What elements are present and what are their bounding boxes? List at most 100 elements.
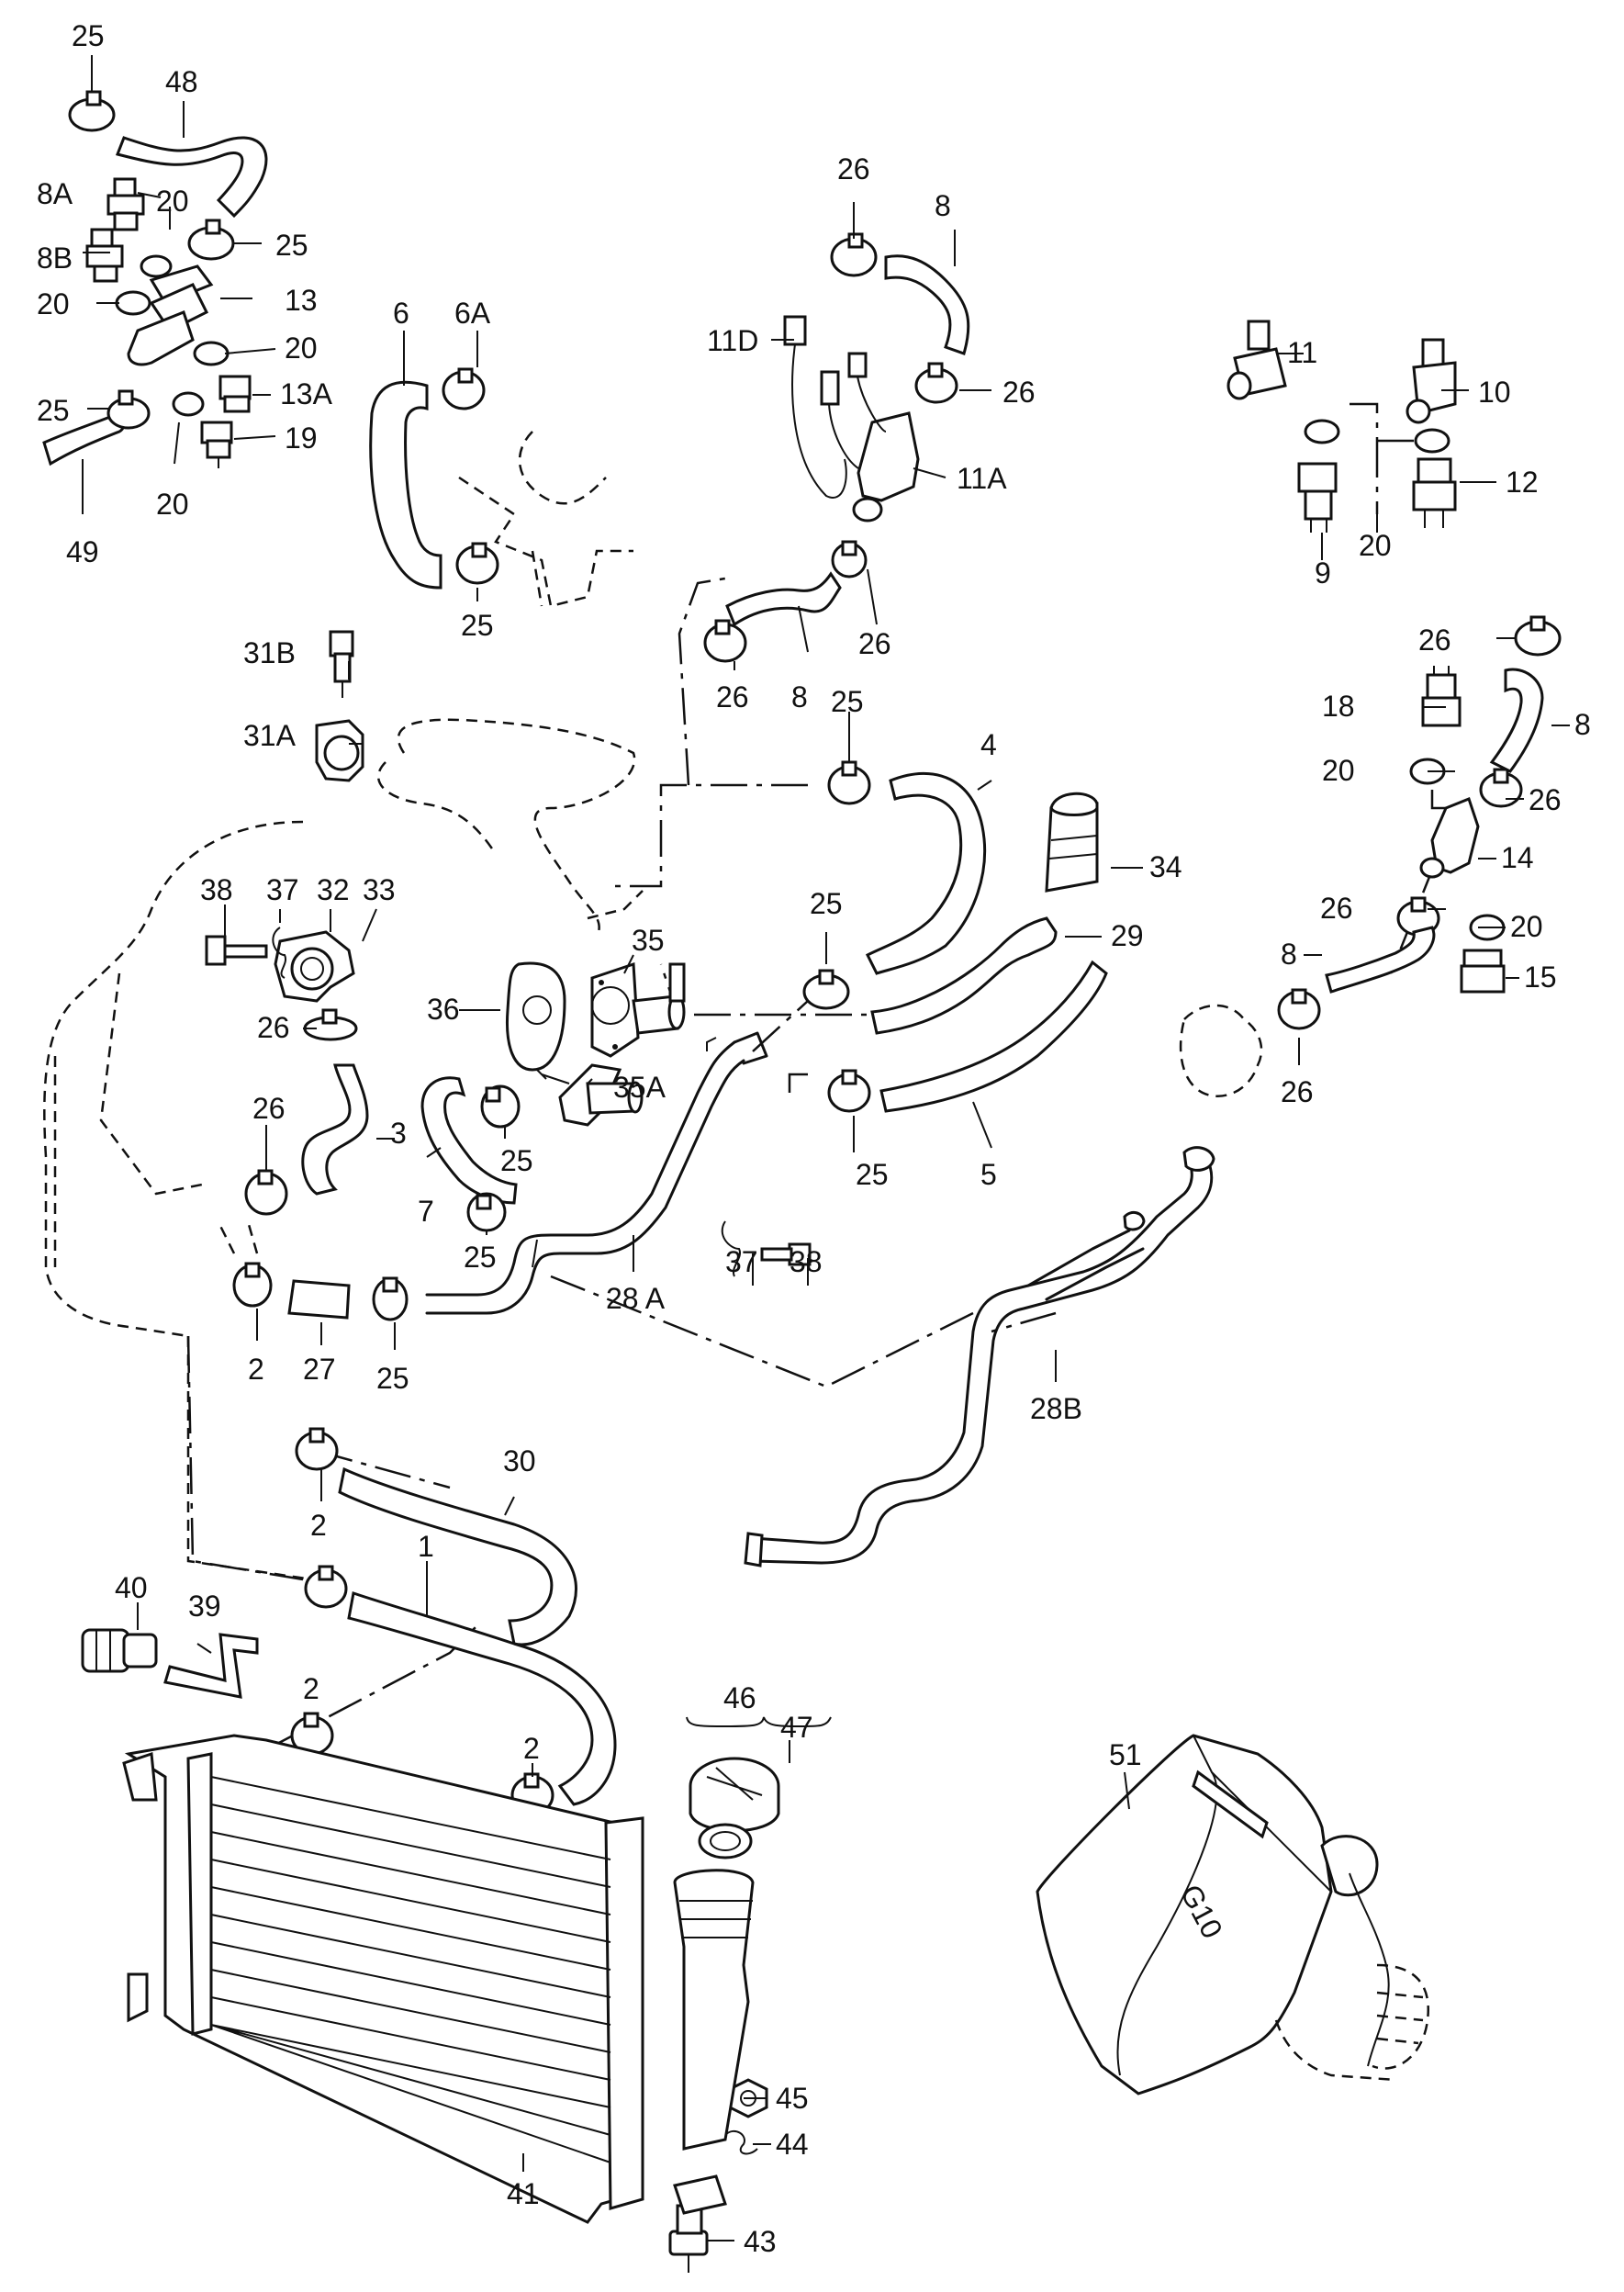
callout-label: 25 [37,394,70,427]
hose-27 [287,1279,351,1320]
callout-label: 37 [725,1245,758,1278]
callout-label: 11A [957,462,1007,495]
callout-label: 31B [243,636,296,669]
hose-8-lower [725,571,842,627]
callout-label: 26 [1320,892,1353,925]
bracket-46-47 [686,1716,832,1727]
callout-label: 29 [1111,919,1144,952]
clamp-25-left [106,389,151,430]
callout-label: 4 [980,728,997,761]
hose-5 [879,960,1108,1113]
callout-label: 19 [285,421,318,455]
hose-3 [301,1063,369,1196]
callout-label: 13 [285,284,318,317]
callout-label: 1 [418,1530,434,1563]
callout-label: 8 [935,189,951,222]
callout-label: 2 [248,1353,264,1386]
clamp-26-right-top [1514,615,1562,657]
callout-label: 12 [1506,466,1539,499]
callout-label: 26 [1002,376,1036,409]
sensor-8a [106,177,145,231]
callout-label: 25 [464,1241,497,1274]
callout-label: 2 [523,1732,540,1765]
connector-11d [783,315,887,499]
pipe-28a [425,1040,736,1297]
clamp-26-top [830,232,878,277]
callout-label: 25 [376,1362,409,1395]
clamp-26-c [703,619,747,663]
right-hoses [1325,668,1544,994]
sensor-18 [1421,666,1462,727]
sensor-13a [218,375,252,413]
clamp-25-upper-right [187,219,235,261]
clamp-25-7b [466,1192,507,1232]
clamp-25-4 [827,760,871,805]
callout-label: 20 [1322,754,1355,787]
callout-label: 20 [285,331,318,365]
clamp-26-a [914,362,958,404]
clamp-25-29 [802,969,850,1010]
callout-label: 9 [1315,556,1331,590]
callout-label: 25 [856,1158,889,1191]
callout-label: 3 [390,1117,407,1150]
callout-label: 20 [1359,529,1392,562]
callout-label: 33 [363,873,396,906]
hose-48 [115,136,268,219]
callout-label: 11 [1287,336,1317,369]
callout-label: 44 [776,2128,809,2161]
callout-label: 11D [707,324,758,357]
clamp-25-7 [480,1084,521,1129]
hose-clamps [68,90,1562,1815]
callout-label: 43 [744,2225,777,2258]
callout-label: 46 [723,1681,756,1714]
hose-29 [870,916,1058,1035]
callout-label: 30 [503,1444,536,1477]
callout-label: 26 [1418,624,1451,657]
callout-label: 25 [275,229,308,262]
callout-label: 8A [37,177,73,210]
bolts-and-washers [81,927,812,2273]
callout-label: 6A [454,297,491,330]
callout-label: 20 [37,287,70,320]
callout-label: 26 [716,680,749,713]
clamp-2-1 [304,1565,348,1609]
hose-1 [347,1591,617,1806]
hoses [42,136,1108,1806]
clamp-26-3 [303,1008,358,1041]
washer-44 [724,2129,758,2155]
sensor-12 [1412,457,1457,528]
callout-label: 18 [1322,690,1355,723]
pipe-28b [751,1160,1193,1545]
callout-label: 20 [156,185,189,218]
callout-label: 5 [980,1158,997,1191]
washer-37-mid [721,1220,742,1277]
callout-label: 20 [156,488,189,521]
pipe-13 [149,264,214,305]
callout-label: 37 [266,873,299,906]
callout-label: 47 [780,1711,813,1744]
callout-label: 26 [858,627,891,660]
clamp-26-b [831,540,868,579]
callout-label: 41 [507,2177,540,2210]
callout-label: 15 [1524,961,1557,994]
clamp-26-left [244,1169,288,1216]
callout-label: 6 [393,297,409,330]
callout-label: 10 [1478,376,1511,409]
clamp-25-6 [455,542,499,585]
callout-label: 38 [790,1245,823,1278]
engine-block-outline [43,431,644,1581]
callout-label: 34 [1149,850,1182,883]
callout-label: 26 [252,1092,286,1125]
thermostat-housing-35 [590,961,640,1058]
clamp-2-radiator [290,1712,334,1756]
callout-label: 14 [1501,841,1534,874]
callout-label: 40 [115,1571,148,1604]
callout-label: 49 [66,535,99,568]
callout-label: 48 [165,65,198,98]
callout-label: 2 [303,1672,319,1705]
callout-label: 45 [776,2082,809,2115]
sensor-9 [1297,462,1338,533]
callout-label: 36 [427,993,460,1026]
gasket-36 [505,961,566,1072]
